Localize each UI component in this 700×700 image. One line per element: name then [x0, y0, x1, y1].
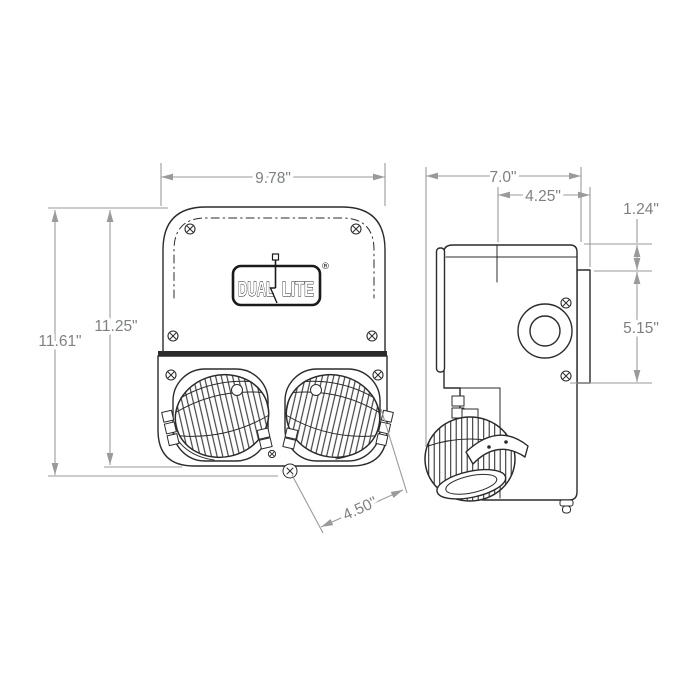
head-yoke-arm [465, 434, 529, 465]
logo-word-left: DUAL [238, 278, 274, 301]
thumbscrew [282, 463, 298, 479]
logo-word-right: LITE [282, 278, 314, 301]
dim-overall-depth: 7.0" [489, 169, 516, 186]
front-housing [158, 206, 387, 356]
screw-icon [165, 369, 177, 381]
housing-divider [158, 351, 387, 356]
dim-overall-height: 11.61" [38, 333, 81, 350]
lens-bezel-outer [436, 468, 507, 500]
dim-head-diameter: 4.50" [340, 494, 380, 524]
screw-icon [267, 449, 277, 459]
dim-housing-depth: 4.25" [525, 188, 561, 205]
dim-housing-height: 11.25" [94, 318, 137, 335]
left-mount-hole [231, 384, 243, 396]
dim-front-width: 9.78" [255, 170, 291, 187]
screw-icon [366, 330, 378, 342]
wall-mount-plate [576, 269, 591, 384]
dual-lite-logo: DUAL LITE ® [231, 253, 330, 307]
right-mount-hole [310, 384, 322, 396]
dim-backplate-height: 5.15" [623, 320, 659, 337]
screw-icon [560, 297, 572, 309]
bottom-thumbscrew [559, 499, 574, 514]
lightning-bolt-icon [269, 253, 280, 304]
gasket-dashdot-line [173, 217, 375, 299]
front-view: DUAL LITE ® [155, 206, 400, 479]
screw-icon [350, 223, 362, 235]
hinge-knuckle [451, 395, 465, 407]
front-cover-lip [435, 247, 446, 373]
registered-trademark: ® [321, 262, 330, 272]
conduit-knockout-inner [529, 315, 561, 347]
screw-icon [167, 330, 179, 342]
screw-icon [184, 223, 196, 235]
lens-bezel-inner [445, 473, 498, 495]
screw-icon [372, 369, 384, 381]
front-lamp-compartment [155, 355, 400, 479]
side-view [424, 244, 591, 514]
dim-top-offset: 1.24" [623, 201, 659, 218]
screw-icon [560, 370, 572, 382]
